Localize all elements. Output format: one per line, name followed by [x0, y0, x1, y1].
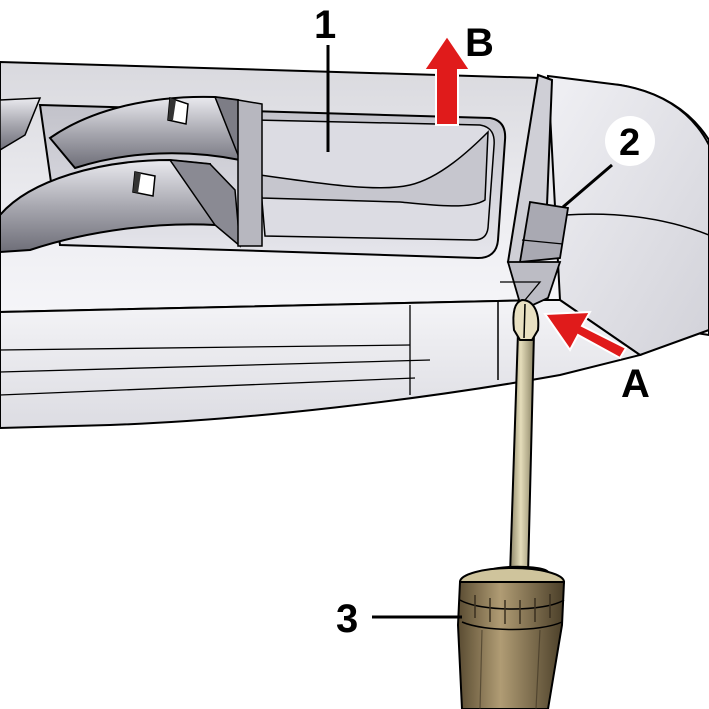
panel-groove: [0, 344, 411, 351]
screwdriver-tip: [512, 298, 540, 341]
arrow-a-icon: [543, 310, 628, 360]
retaining-clip: [518, 200, 570, 264]
recess-wall: [259, 130, 489, 207]
rocker-switch-lower: [0, 158, 241, 254]
screwdriver-handle: [456, 581, 566, 709]
panel-groove: [0, 377, 416, 396]
callout-b: B: [465, 21, 494, 65]
release-slot: [506, 261, 562, 312]
callout-1: 1: [314, 3, 336, 47]
leader-line-2: [562, 163, 613, 209]
switch-panel: [0, 60, 709, 430]
callout-a: A: [621, 362, 650, 406]
callout-2: 2: [619, 122, 640, 164]
switch-divider: [237, 99, 263, 247]
clip-edge: [521, 239, 564, 245]
rocker-switch-partial: [0, 97, 42, 151]
panel-groove: [0, 359, 431, 373]
screwdriver: [456, 298, 566, 709]
arrow-b-icon: [422, 34, 472, 126]
callout-circle-2: [605, 116, 655, 166]
recess-floor: [254, 119, 495, 241]
panel-crease: [564, 213, 709, 236]
panel-front-face: [0, 299, 643, 430]
rocker-switch-upper: [48, 95, 252, 170]
callout-3: 3: [336, 597, 358, 641]
